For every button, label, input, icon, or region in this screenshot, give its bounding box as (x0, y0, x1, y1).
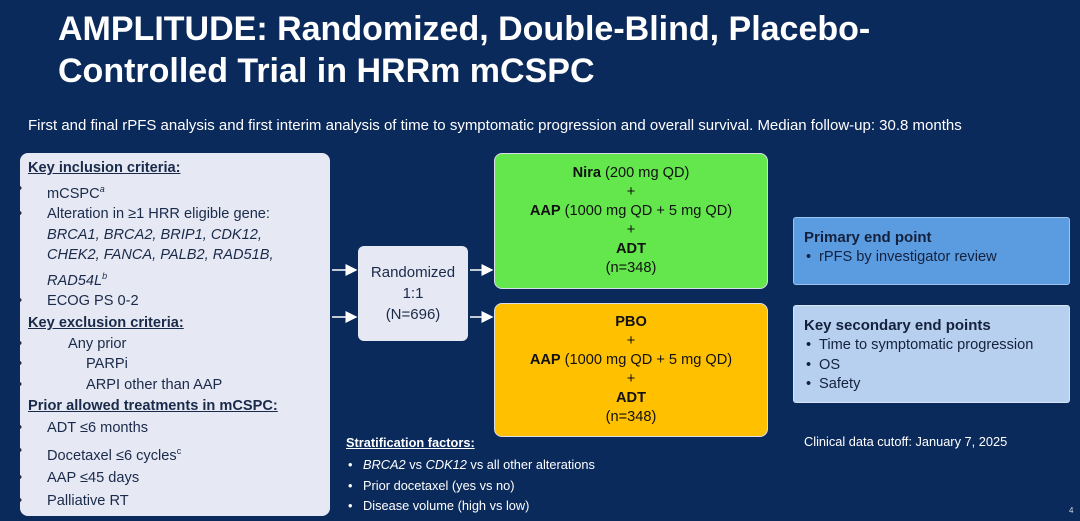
endpoint-item: OS (804, 356, 1069, 376)
pbo-line: PBO (615, 314, 647, 330)
slide-title: AMPLITUDE: Randomized, Double-Blind, Pla… (58, 10, 871, 90)
gene-list-line: RAD54Lb (47, 270, 108, 289)
prior-treatment-item: ADT ≤6 months (17, 417, 330, 440)
primary-endpoint-box: Primary end point rPFS by investigator r… (793, 217, 1070, 285)
inclusion-item: ECOG PS 0-2 (17, 291, 330, 312)
inclusion-item: mCSPCa (17, 179, 330, 204)
primary-endpoint-heading: Primary end point (804, 229, 932, 246)
data-cutoff-note: Clinical data cutoff: January 7, 2025 (804, 434, 1008, 449)
randomization-label: Randomized (370, 264, 456, 281)
secondary-endpoints-box: Key secondary end points Time to symptom… (793, 305, 1070, 403)
inclusion-item: Alteration in ≥1 HRR eligible gene: (17, 204, 330, 225)
stratification-factors: Stratification factors: BRCA2 vs CDK12 v… (346, 434, 595, 517)
aap-line: AAP (1000 mg QD + 5 mg QD) (529, 203, 733, 219)
aap-line: AAP (1000 mg QD + 5 mg QD) (529, 352, 733, 368)
prior-treatment-item: AAP ≤45 days (17, 467, 330, 490)
secondary-endpoints-heading: Key secondary end points (804, 317, 991, 334)
slide-subtitle: First and final rPFS analysis and first … (28, 117, 962, 134)
gene-list-line: BRCA1, BRCA2, BRIP1, CDK12, (47, 226, 262, 243)
randomization-ratio: 1:1 (402, 285, 424, 302)
randomization-box: Randomized 1:1 (N=696) (358, 246, 468, 341)
nira-line: Nira (200 mg QD) (572, 165, 690, 181)
prior-treatment-item: Palliative RT (17, 490, 330, 513)
pbo-arm-box: PBO + AAP (1000 mg QD + 5 mg QD) + ADT (… (494, 303, 768, 437)
stratification-item: Disease volume (high vs low) (346, 496, 595, 517)
exclusion-subitem: ARPI other than AAP (17, 375, 330, 396)
prior-treatment-item: Docetaxel ≤6 cyclesc (17, 440, 330, 467)
exclusion-heading: Key exclusion criteria: (28, 314, 184, 331)
gene-list-line: CHEK2, FANCA, PALB2, RAD51B, (47, 247, 274, 264)
plus-sign: + (626, 184, 636, 200)
exclusion-subitem: PARPi (17, 354, 330, 375)
randomization-n: (N=696) (385, 306, 441, 323)
stratification-item: BRCA2 vs CDK12 vs all other alterations (346, 455, 595, 476)
criteria-panel: Key inclusion criteria: mCSPCa Alteratio… (17, 153, 330, 516)
stratification-item: Prior docetaxel (yes vs no) (346, 476, 595, 497)
endpoint-item: Time to symptomatic progression (804, 336, 1069, 356)
arm-n: (n=348) (605, 260, 657, 276)
adt-line: ADT (616, 390, 646, 406)
stratification-heading: Stratification factors: (346, 435, 475, 450)
arm-n: (n=348) (605, 409, 657, 425)
plus-sign: + (626, 371, 636, 387)
prior-treatments-heading: Prior allowed treatments in mCSPC: (28, 398, 278, 415)
plus-sign: + (626, 222, 636, 238)
endpoint-item: rPFS by investigator review (804, 248, 1069, 268)
adt-line: ADT (616, 241, 646, 257)
page-number: 4 (1069, 506, 1074, 515)
plus-sign: + (626, 333, 636, 349)
exclusion-item: Any prior (17, 334, 330, 355)
nira-arm-box: Nira (200 mg QD) + AAP (1000 mg QD + 5 m… (494, 153, 768, 289)
inclusion-heading: Key inclusion criteria: (28, 160, 181, 176)
endpoint-item: Safety (804, 375, 1069, 395)
